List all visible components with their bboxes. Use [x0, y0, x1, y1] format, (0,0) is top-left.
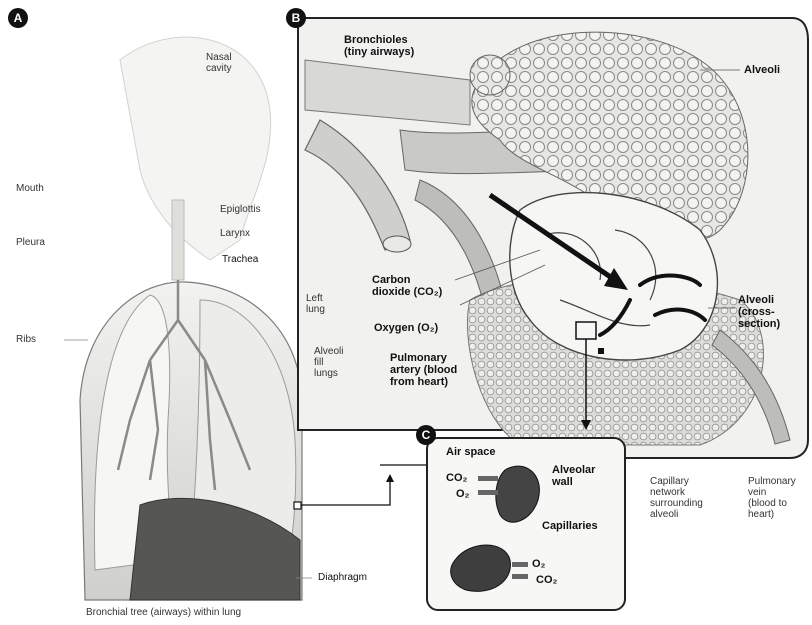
- marker-dot: [598, 348, 604, 354]
- label-co2-bottom: CO₂: [536, 574, 557, 586]
- label-diaphragm: Diaphragm: [318, 572, 367, 583]
- label-ribs: Ribs: [16, 334, 36, 345]
- label-capillary-network: Capillary network surrounding alveoli: [650, 476, 703, 520]
- label-epiglottis: Epiglottis: [220, 204, 261, 215]
- label-nasal-cavity: Nasal cavity: [206, 52, 232, 74]
- badge-b: B: [286, 8, 306, 28]
- label-alveoli-cross-section: Alveoli (cross- section): [738, 294, 780, 330]
- label-capillaries: Capillaries: [542, 520, 598, 532]
- label-alveolar-wall: Alveolar wall: [552, 464, 595, 488]
- connector-a-c: [301, 478, 390, 505]
- lung-marker-box: [294, 502, 301, 509]
- label-co2-top: CO₂: [446, 472, 467, 484]
- bronchus-opening: [383, 236, 411, 252]
- trachea-shape: [172, 200, 184, 280]
- label-oxygen: Oxygen (O₂): [374, 322, 438, 334]
- label-pulmonary-vein: Pulmonary vein (blood to heart): [748, 476, 796, 520]
- label-pulmonary-artery: Pulmonary artery (blood from heart): [390, 352, 457, 388]
- label-bronchioles: Bronchioles (tiny airways): [344, 34, 414, 58]
- alveolus-small: [470, 55, 510, 95]
- label-trachea: Trachea: [222, 254, 258, 265]
- badge-c: C: [416, 425, 436, 445]
- label-mouth: Mouth: [16, 183, 44, 194]
- label-left-lung: Left lung: [306, 293, 325, 315]
- head-outline: [120, 37, 271, 260]
- label-o2-top: O₂: [456, 488, 469, 500]
- label-alveoli-fill-lungs: Alveoli fill lungs: [314, 346, 343, 379]
- label-larynx: Larynx: [220, 228, 250, 239]
- label-carbon-dioxide: Carbon dioxide (CO₂): [372, 274, 442, 298]
- connector-arrow: [386, 474, 394, 482]
- label-o2-bottom: O₂: [532, 558, 545, 570]
- label-alveoli: Alveoli: [744, 64, 780, 76]
- label-air-space: Air space: [446, 446, 496, 458]
- badge-a: A: [8, 8, 28, 28]
- label-pleura: Pleura: [16, 237, 45, 248]
- label-bronchial-tree-caption: Bronchial tree (airways) within lung: [86, 607, 241, 618]
